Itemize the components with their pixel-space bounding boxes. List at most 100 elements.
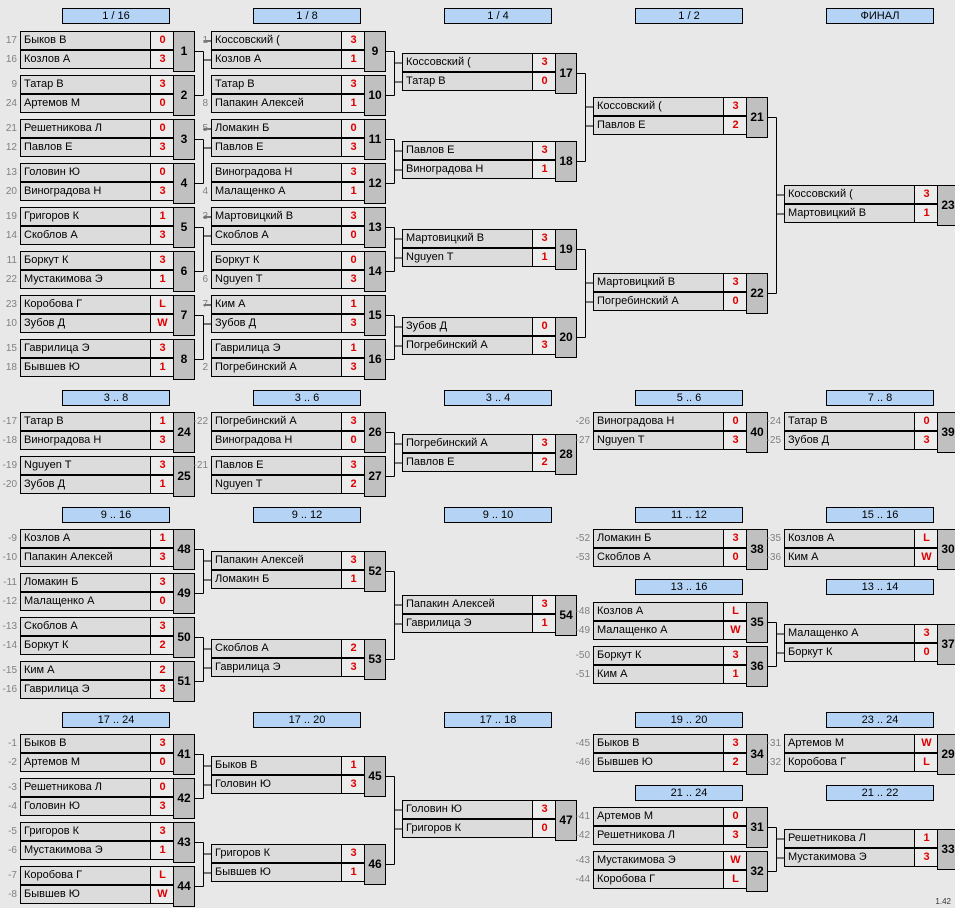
match-number[interactable]: 38 (746, 529, 768, 570)
match-number[interactable]: 36 (746, 646, 768, 687)
match-number[interactable]: 15 (364, 295, 386, 336)
player-row[interactable]: Коссовский (3 (211, 31, 365, 50)
match-number[interactable]: 4 (173, 163, 195, 204)
match-number[interactable]: 42 (173, 778, 195, 819)
match-number[interactable]: 33 (937, 829, 955, 870)
match-number[interactable]: 17 (555, 53, 577, 94)
match-number[interactable]: 14 (364, 251, 386, 292)
match-number[interactable]: 18 (555, 141, 577, 182)
match-number[interactable]: 52 (364, 551, 386, 592)
player-row[interactable]: Коссовский (3 (593, 97, 747, 116)
match-number[interactable]: 45 (364, 756, 386, 797)
match-number[interactable]: 11 (364, 119, 386, 160)
match-number[interactable]: 9 (364, 31, 386, 72)
match-number[interactable]: 54 (555, 595, 577, 636)
match-number[interactable]: 50 (173, 617, 195, 658)
match-number[interactable]: 19 (555, 229, 577, 270)
match-number[interactable]: 27 (364, 456, 386, 497)
match-number[interactable]: 21 (746, 97, 768, 138)
player-row[interactable]: Коссовский (3 (402, 53, 556, 72)
match-number[interactable]: 31 (746, 807, 768, 848)
match-number[interactable]: 48 (173, 529, 195, 570)
match-number[interactable]: 28 (555, 434, 577, 475)
match-number[interactable]: 53 (364, 639, 386, 680)
match-number[interactable]: 44 (173, 866, 195, 907)
match-number[interactable]: 6 (173, 251, 195, 292)
match-number[interactable]: 7 (173, 295, 195, 336)
match-number[interactable]: 22 (746, 273, 768, 314)
match-number[interactable]: 13 (364, 207, 386, 248)
match-number[interactable]: 34 (746, 734, 768, 775)
match-number[interactable]: 16 (364, 339, 386, 380)
match-number[interactable]: 35 (746, 602, 768, 643)
match-number[interactable]: 1 (173, 31, 195, 72)
match-number[interactable]: 29 (937, 734, 955, 775)
